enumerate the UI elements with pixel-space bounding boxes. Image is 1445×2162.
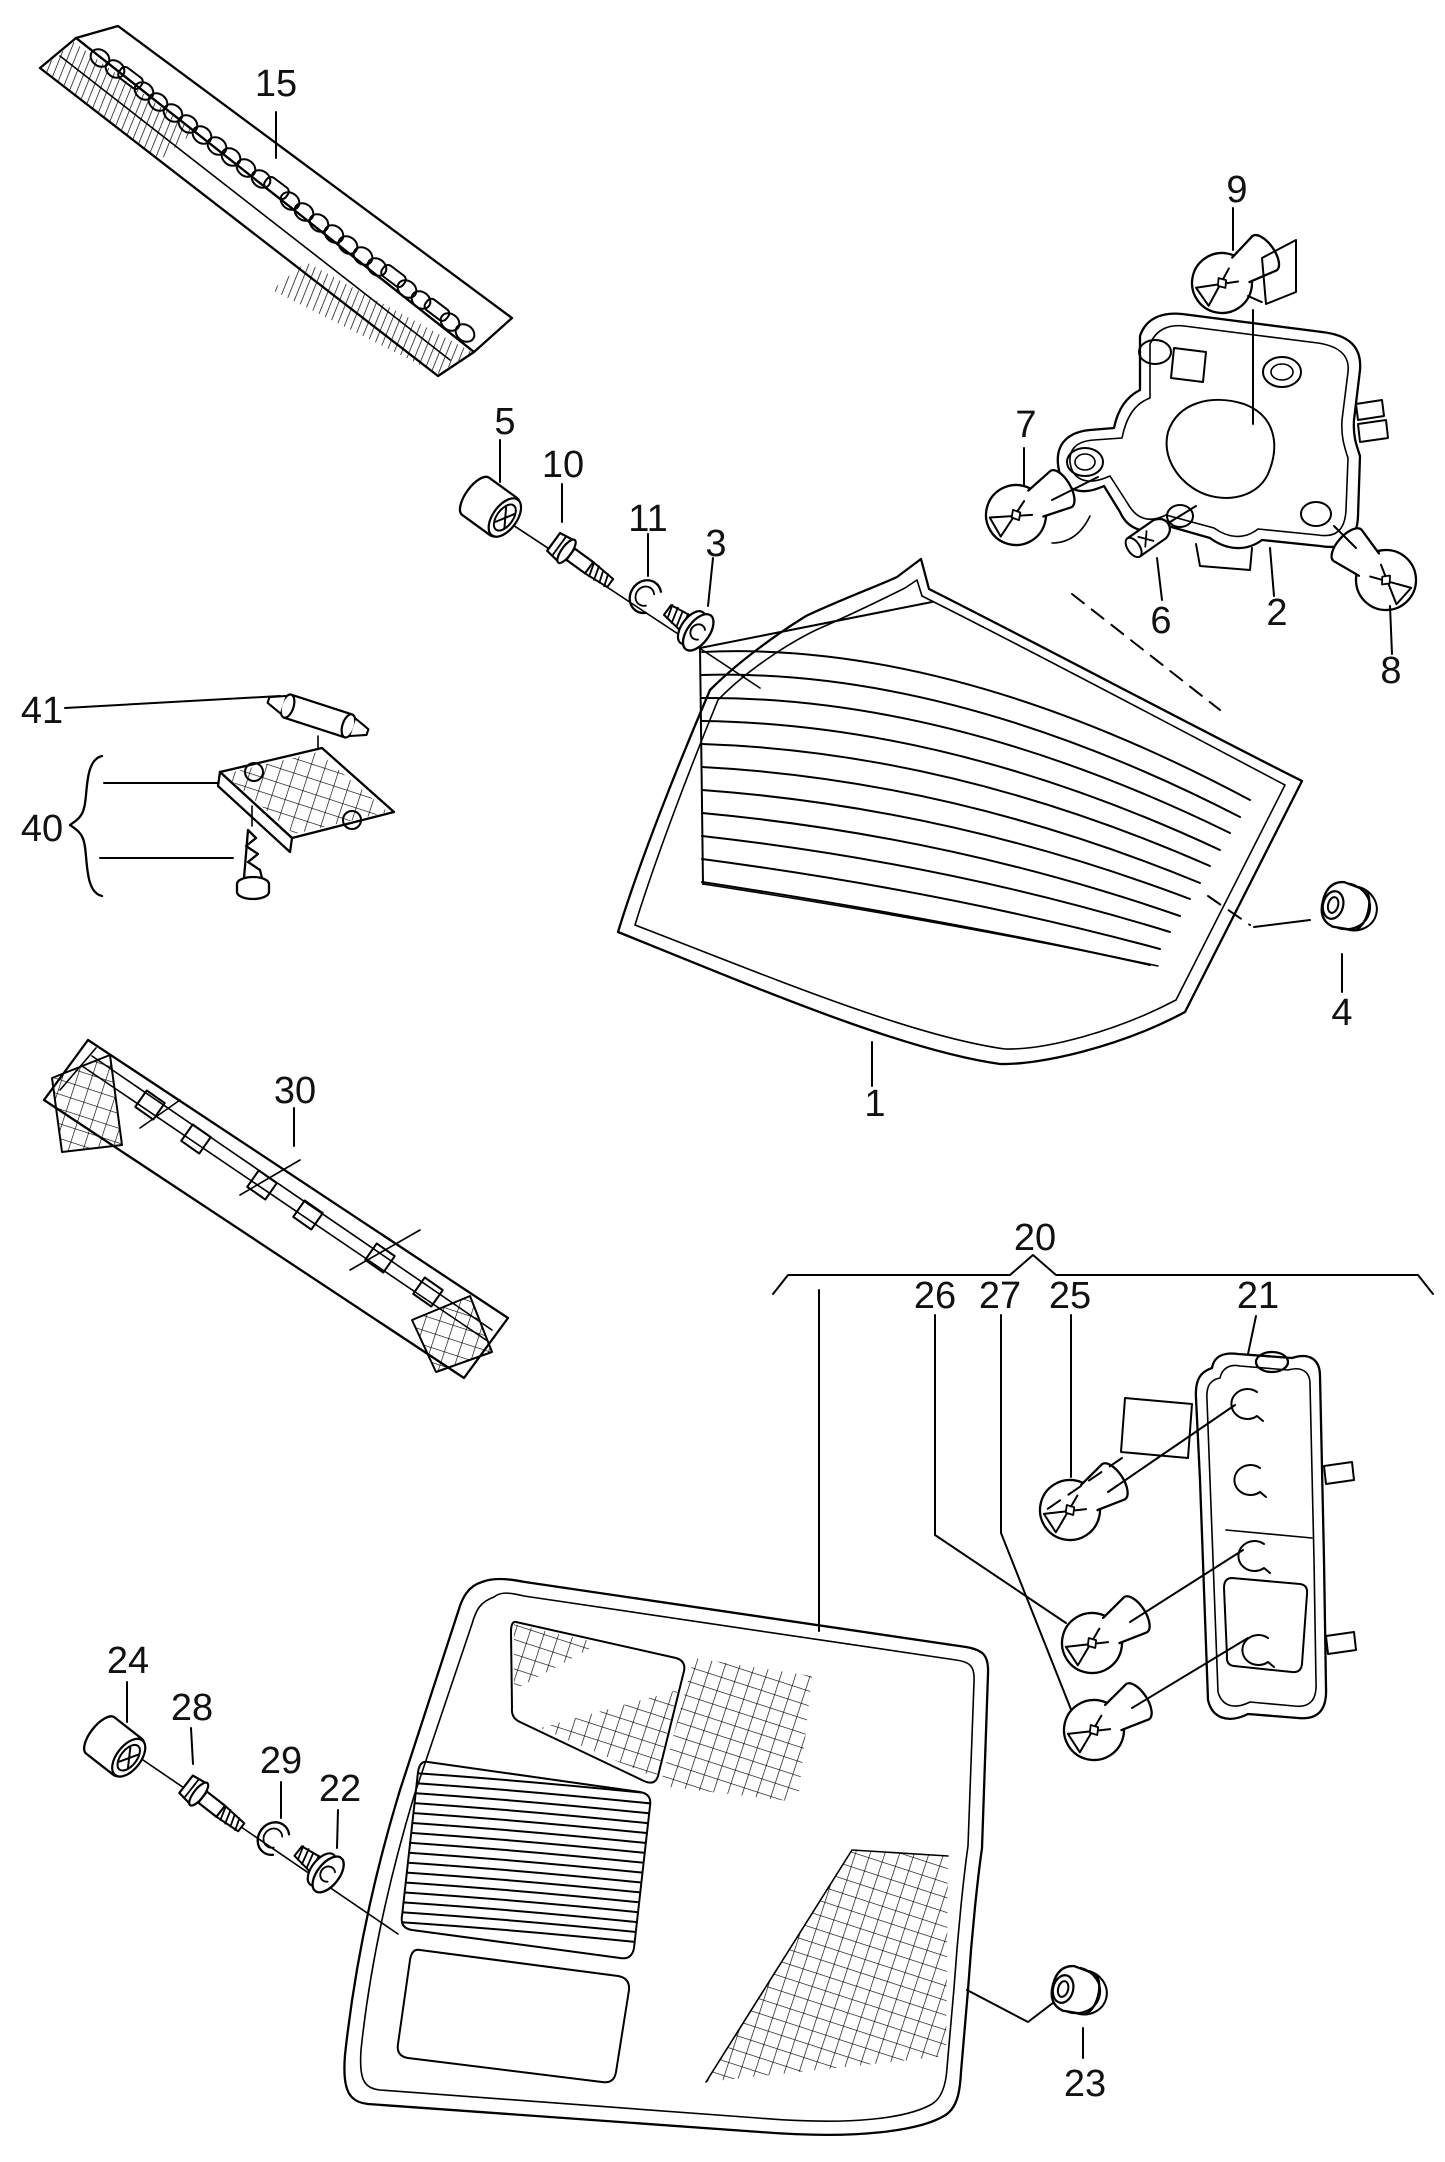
callout-27[interactable]: 27 <box>979 1275 1021 1317</box>
brace-40 <box>68 754 104 898</box>
connector-lens-to-nut23 <box>966 1989 1063 2023</box>
lens2-top-window <box>510 1620 686 1784</box>
callout-5[interactable]: 5 <box>494 401 515 443</box>
part-9-bulb <box>1179 221 1291 326</box>
connector-8-to-holder <box>1333 525 1357 549</box>
callout-2[interactable]: 2 <box>1266 592 1287 634</box>
leader-8 <box>1389 605 1393 655</box>
connector-nut4 <box>1253 919 1311 928</box>
leader-22 <box>336 1809 339 1849</box>
lens-1-ribs <box>701 650 1251 966</box>
callout-25[interactable]: 25 <box>1049 1275 1091 1317</box>
part-1-tail-light-lens <box>616 557 1304 1066</box>
part-30-brake-light-strip <box>42 1038 510 1380</box>
callout-1[interactable]: 1 <box>864 1083 885 1125</box>
part-23-nut <box>1045 1960 1114 2022</box>
leader-3 <box>707 557 714 607</box>
callout-7[interactable]: 7 <box>1015 404 1036 446</box>
plate-edge <box>216 770 294 854</box>
bulb-25-flag-box <box>1120 1397 1193 1459</box>
dash-25 <box>1045 1457 1123 1511</box>
callout-28[interactable]: 28 <box>171 1687 213 1729</box>
strip-holes <box>89 48 476 343</box>
callout-15[interactable]: 15 <box>255 63 297 105</box>
part-27-bulb <box>1051 1670 1164 1773</box>
part-22-screw <box>284 1833 351 1899</box>
arc-arrow-7 <box>1051 515 1091 544</box>
part-24-socket-cap <box>77 1710 154 1785</box>
callout-40[interactable]: 40 <box>21 808 63 850</box>
callout-4[interactable]: 4 <box>1331 992 1352 1034</box>
part-25-bulb <box>1027 1450 1140 1553</box>
leader-41 <box>64 695 281 709</box>
callout-8[interactable]: 8 <box>1380 650 1401 692</box>
connector-27-to-carrier <box>1131 1637 1249 1709</box>
part-11-washer <box>622 572 665 618</box>
callout-10[interactable]: 10 <box>542 444 584 486</box>
bulb-9-flag <box>1261 239 1297 305</box>
connector-26-to-carrier <box>1129 1549 1244 1623</box>
connector-6-to-holder <box>1169 505 1197 523</box>
part-21-bulb-carrier <box>1194 1350 1357 1720</box>
callout-41[interactable]: 41 <box>21 690 63 732</box>
leader-28 <box>190 1727 194 1765</box>
part-40-screw <box>235 828 271 901</box>
bracket-20 <box>772 1254 1434 1295</box>
lens2-ribbed-band <box>400 1760 652 1960</box>
leader-6 <box>1156 557 1163 601</box>
axis-line-top-fasteners <box>471 497 761 689</box>
part-4-nut <box>1315 876 1384 938</box>
callout-3[interactable]: 3 <box>705 523 726 565</box>
callout-6[interactable]: 6 <box>1150 600 1171 642</box>
hatch-band-upper-right <box>660 1658 812 1802</box>
part-7-bulb <box>973 457 1086 558</box>
edge-hatch-right <box>272 262 472 374</box>
part-29-washer <box>250 1814 293 1860</box>
part-10-bolt <box>544 529 620 596</box>
dash-holder-to-lens <box>1071 593 1221 711</box>
callout-22[interactable]: 22 <box>319 1768 361 1810</box>
part-15-brake-light-strip <box>38 24 514 378</box>
part-26-bulb <box>1049 1583 1162 1686</box>
leader-26 <box>934 1314 1067 1624</box>
part-5-socket-cap <box>452 470 530 545</box>
part-40-plate-light <box>68 746 396 901</box>
hatch-right-cap <box>412 1296 492 1372</box>
carrier-tabs <box>1323 1461 1357 1655</box>
connector-25-to-carrier <box>1107 1404 1236 1493</box>
callout-29[interactable]: 29 <box>260 1740 302 1782</box>
leader-21 <box>1247 1315 1257 1355</box>
hatch-triangle-bottom-right <box>706 1850 948 2082</box>
hatch-window-tl <box>514 1624 600 1690</box>
connector-7-to-holder <box>1051 476 1099 501</box>
callout-23[interactable]: 23 <box>1064 2063 1106 2105</box>
holder-tabs <box>1355 399 1389 443</box>
dash-9 <box>1247 295 1267 305</box>
axis-line-bottom-fasteners <box>101 1731 399 1935</box>
callout-20[interactable]: 20 <box>1014 1217 1056 1259</box>
tail-light-lens-lower <box>343 1577 990 2136</box>
callout-11[interactable]: 11 <box>628 498 667 540</box>
part-2-bulb-holder <box>1056 312 1389 571</box>
lens2-bottom-window <box>396 1948 631 2084</box>
callout-26[interactable]: 26 <box>914 1275 956 1317</box>
part-28-bolt <box>176 1772 251 1840</box>
callout-21[interactable]: 21 <box>1237 1275 1279 1317</box>
dash-lens-to-nut4 <box>1207 895 1251 926</box>
lens2-ribs <box>401 1771 651 1945</box>
part-6-bulb <box>1121 513 1176 562</box>
leader-27 <box>1000 1314 1073 1713</box>
callout-30[interactable]: 30 <box>274 1070 316 1112</box>
callout-24[interactable]: 24 <box>107 1640 149 1682</box>
callout-9[interactable]: 9 <box>1226 169 1247 211</box>
hatch-window-br <box>540 1690 678 1778</box>
leader-2 <box>1269 547 1275 597</box>
